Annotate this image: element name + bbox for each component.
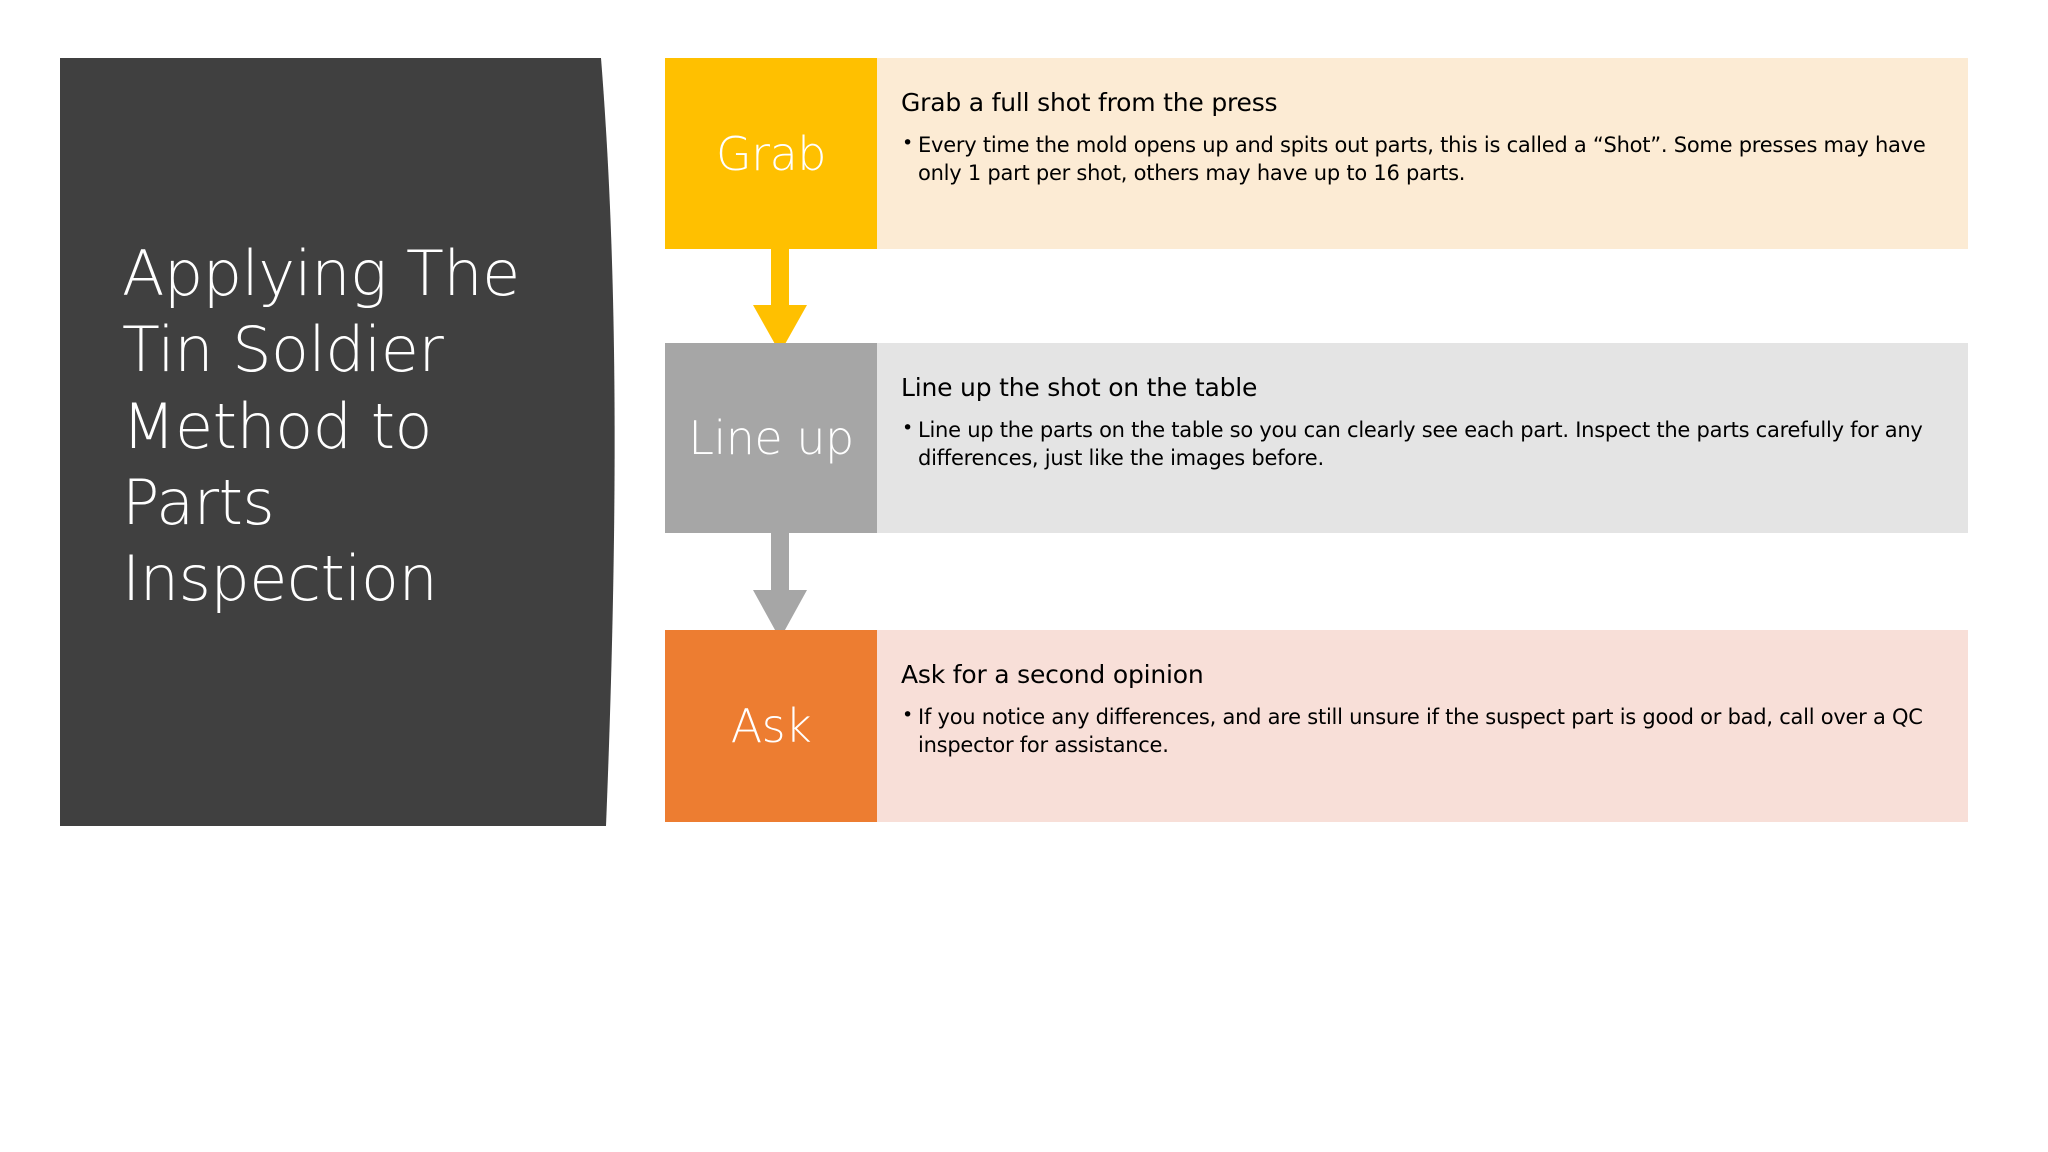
step-bullets-lineup: Line up the parts on the table so you ca… <box>901 416 1934 473</box>
title-panel: Applying The Tin Soldier Method to Parts… <box>60 58 620 826</box>
step-label-lineup: Line up <box>665 343 877 533</box>
process-step-grab: Grab Grab a full shot from the press Eve… <box>665 58 1968 249</box>
arrow-lineup-to-ask <box>740 527 820 639</box>
list-item: If you notice any differences, and are s… <box>901 703 1934 760</box>
arrow-grab-to-lineup <box>740 243 820 353</box>
step-heading-lineup: Line up the shot on the table <box>901 373 1258 402</box>
list-item: Line up the parts on the table so you ca… <box>901 416 1934 473</box>
step-label-grab: Grab <box>665 58 877 249</box>
process-step-lineup: Line up Line up the shot on the table Li… <box>665 343 1968 533</box>
title-panel-shape <box>60 58 615 826</box>
list-item: Every time the mold opens up and spits o… <box>901 131 1934 188</box>
step-body-ask: Ask for a second opinion If you notice a… <box>877 630 1968 822</box>
step-heading-grab: Grab a full shot from the press <box>901 88 1278 117</box>
step-bullets-ask: If you notice any differences, and are s… <box>901 703 1934 760</box>
page-title: Applying The Tin Soldier Method to Parts… <box>122 237 520 615</box>
step-body-lineup: Line up the shot on the table Line up th… <box>877 343 1968 533</box>
step-bullets-grab: Every time the mold opens up and spits o… <box>901 131 1934 188</box>
step-label-ask: Ask <box>665 630 877 822</box>
process-step-ask: Ask Ask for a second opinion If you noti… <box>665 630 1968 822</box>
down-arrow-icon <box>753 527 807 639</box>
down-arrow-icon <box>753 243 807 353</box>
step-heading-ask: Ask for a second opinion <box>901 660 1204 689</box>
step-body-grab: Grab a full shot from the press Every ti… <box>877 58 1968 249</box>
